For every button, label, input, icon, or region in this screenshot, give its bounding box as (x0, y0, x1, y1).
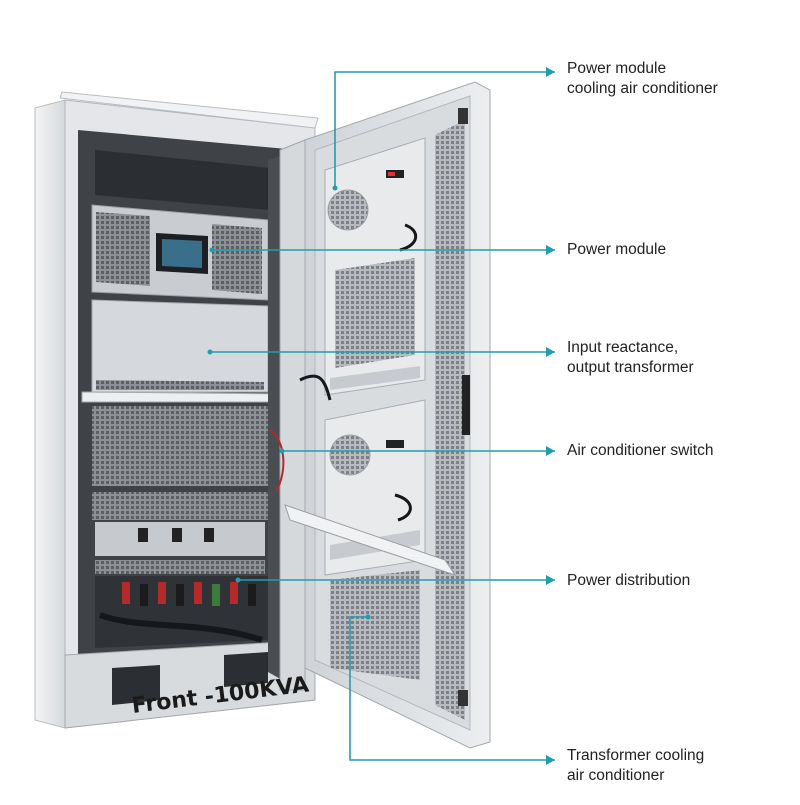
label-line: air conditioner (567, 767, 665, 784)
leader-dot (207, 349, 213, 355)
upper-air-conditioner (324, 137, 426, 396)
leader-arrowhead (546, 446, 555, 456)
callout-leader-lines (207, 67, 555, 765)
leader-arrowhead (546, 575, 555, 585)
label-line: Input reactance, (567, 339, 679, 356)
label-power-module-cooling-ac: Power module cooling air conditioner (567, 59, 718, 99)
leader-line (334, 71, 555, 188)
label-line: cooling air conditioner (567, 80, 718, 97)
terminal-blocks (98, 582, 263, 643)
leader-dot (209, 247, 215, 253)
leader-dot (332, 185, 338, 191)
leader-arrowhead (546, 755, 555, 765)
cabinet-door (269, 81, 491, 749)
leader-dot (235, 577, 241, 583)
label-line: output transformer (567, 359, 694, 376)
label-line: Power module (567, 241, 667, 258)
label-line: Power module (567, 60, 667, 77)
leader-arrowhead (546, 347, 555, 357)
leader-arrowhead (546, 245, 555, 255)
label-line: Power distribution (567, 572, 691, 589)
cabinet-body (34, 91, 319, 729)
label-input-reactance-output-transformer: Input reactance, output transformer (567, 338, 694, 378)
label-line: Air conditioner switch (567, 442, 714, 459)
label-line: Transformer cooling (567, 747, 705, 764)
label-air-conditioner-switch: Air conditioner switch (567, 441, 713, 461)
label-transformer-cooling-ac: Transformer cooling air conditioner (567, 746, 704, 786)
label-power-module: Power module (567, 240, 666, 260)
leader-line (349, 616, 555, 761)
leader-arrowhead (546, 67, 555, 77)
leader-dot (279, 448, 285, 454)
label-power-distribution: Power distribution (567, 571, 690, 591)
leader-dot (365, 614, 371, 620)
